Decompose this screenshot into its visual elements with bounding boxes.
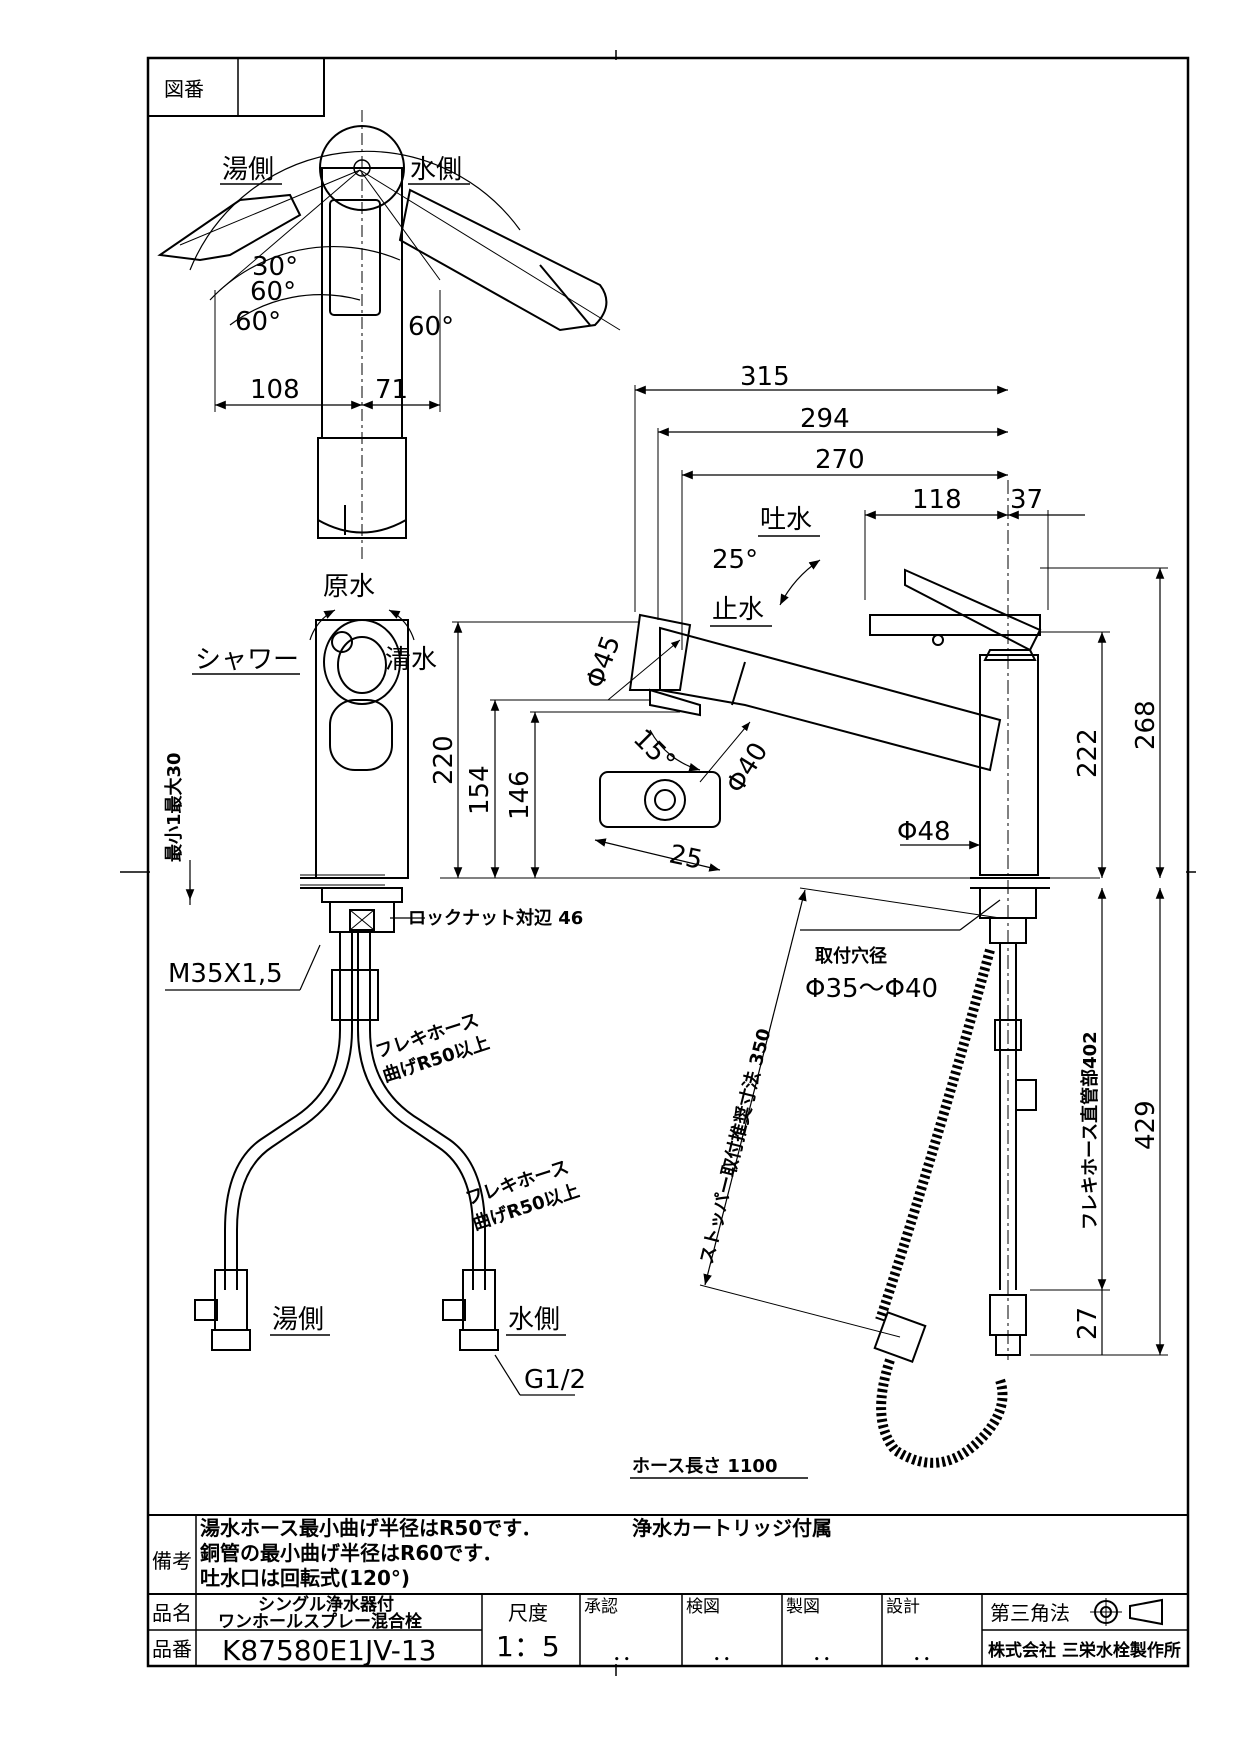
front-view [165,609,575,1396]
check-label: 検図 [686,1597,720,1617]
dim-146: 146 [505,770,535,820]
dim-154: 154 [465,765,495,815]
dim-phi48: Φ48 [897,817,951,847]
remark-2: 銅管の最小曲げ半径はR60です． [200,1541,502,1565]
label-hose-length: ホース長さ 1100 [632,1456,777,1477]
dim-118: 118 [912,485,962,515]
label-angle-15: 15° [627,724,681,778]
drawing-number-box: 図番 [147,57,325,117]
product-name-label: 品名 [152,1601,192,1625]
remarks-block [148,1514,1188,1666]
dim-25: 25 [667,840,706,876]
label-flex-straight: フレキホース直管部402 [1079,1031,1101,1230]
product-no: K87580E1JV-13 [222,1634,436,1667]
dim-71: 71 [375,375,408,405]
date-dots-drafter: ．． [812,1641,842,1665]
scale-value: 1：5 [496,1630,560,1663]
remark-1: 湯水ホース最小曲げ半径はR50です． [200,1516,541,1540]
label-mount-hole-a: 取付穴径 [815,945,887,967]
remark-4: 浄水カートリッジ付属 [632,1516,832,1540]
dim-phi45: Φ45 [580,632,627,693]
label-hot-side-bottom: 湯側 [272,1305,324,1335]
label-hot-side-top: 湯側 [222,155,274,185]
top-view [157,110,621,560]
scale-label: 尺度 [508,1601,548,1625]
drawing-no-label: 図番 [164,77,204,101]
product-name-line2: ワンホールスプレー混合栓 [218,1611,422,1632]
product-no-label: 品番 [152,1637,192,1661]
company-name: 株式会社 三栄水栓製作所 [988,1640,1181,1661]
label-angle-25: 25° [712,545,758,575]
sheet-border [120,50,1196,1676]
angle-60b: 60° [235,307,281,337]
label-cold-side-bottom: 水側 [508,1305,560,1335]
dim-294: 294 [800,404,850,434]
label-purified-water: 清水 [385,645,437,675]
design-label: 設計 [886,1597,920,1617]
dim-108: 108 [250,375,300,405]
label-thread: M35X1,5 [168,959,283,989]
label-stopper-dim: ストッパー取付推奨寸法 350 [696,1026,776,1266]
dim-220: 220 [429,735,459,785]
product-name-line1: シングル浄水器付 [258,1594,394,1615]
dim-222: 222 [1073,728,1103,778]
dim-270: 270 [815,445,865,475]
label-shower: シャワー [195,645,299,675]
dim-268: 268 [1131,700,1161,750]
angle-60a: 60° [250,277,296,307]
date-dots-check: ．． [712,1641,742,1665]
label-spout-water: 吐水 [760,505,812,535]
label-cold-side-top: 水側 [410,155,462,185]
label-mount-hole-b: Φ35～Φ40 [805,974,938,1004]
date-dots-approval: ．． [612,1641,642,1665]
angle-30: 30° [252,252,298,282]
date-dots-design: ．． [912,1641,942,1665]
label-g-half: G1/2 [524,1365,586,1395]
dim-phi40: Φ40 [720,737,774,798]
remarks-label: 備考 [152,1549,192,1573]
angle-60c: 60° [408,312,454,342]
dim-315: 315 [740,362,790,392]
side-view [440,385,1168,1479]
title-block [148,1593,1188,1666]
dim-429: 429 [1131,1100,1161,1150]
dim-37: 37 [1010,485,1043,515]
drafter-label: 製図 [786,1597,820,1617]
dim-27: 27 [1073,1307,1103,1340]
label-stop-water: 止水 [712,595,764,625]
projection-label: 第三角法 [990,1601,1070,1625]
label-thickness: 最小1最大30 [163,752,185,862]
approval-label: 承認 [584,1597,618,1617]
label-locknut: ロックナット対辺 46 [408,907,583,929]
label-raw-water: 原水 [323,572,375,602]
remark-3: 吐水口は回転式(120°) [200,1566,410,1590]
